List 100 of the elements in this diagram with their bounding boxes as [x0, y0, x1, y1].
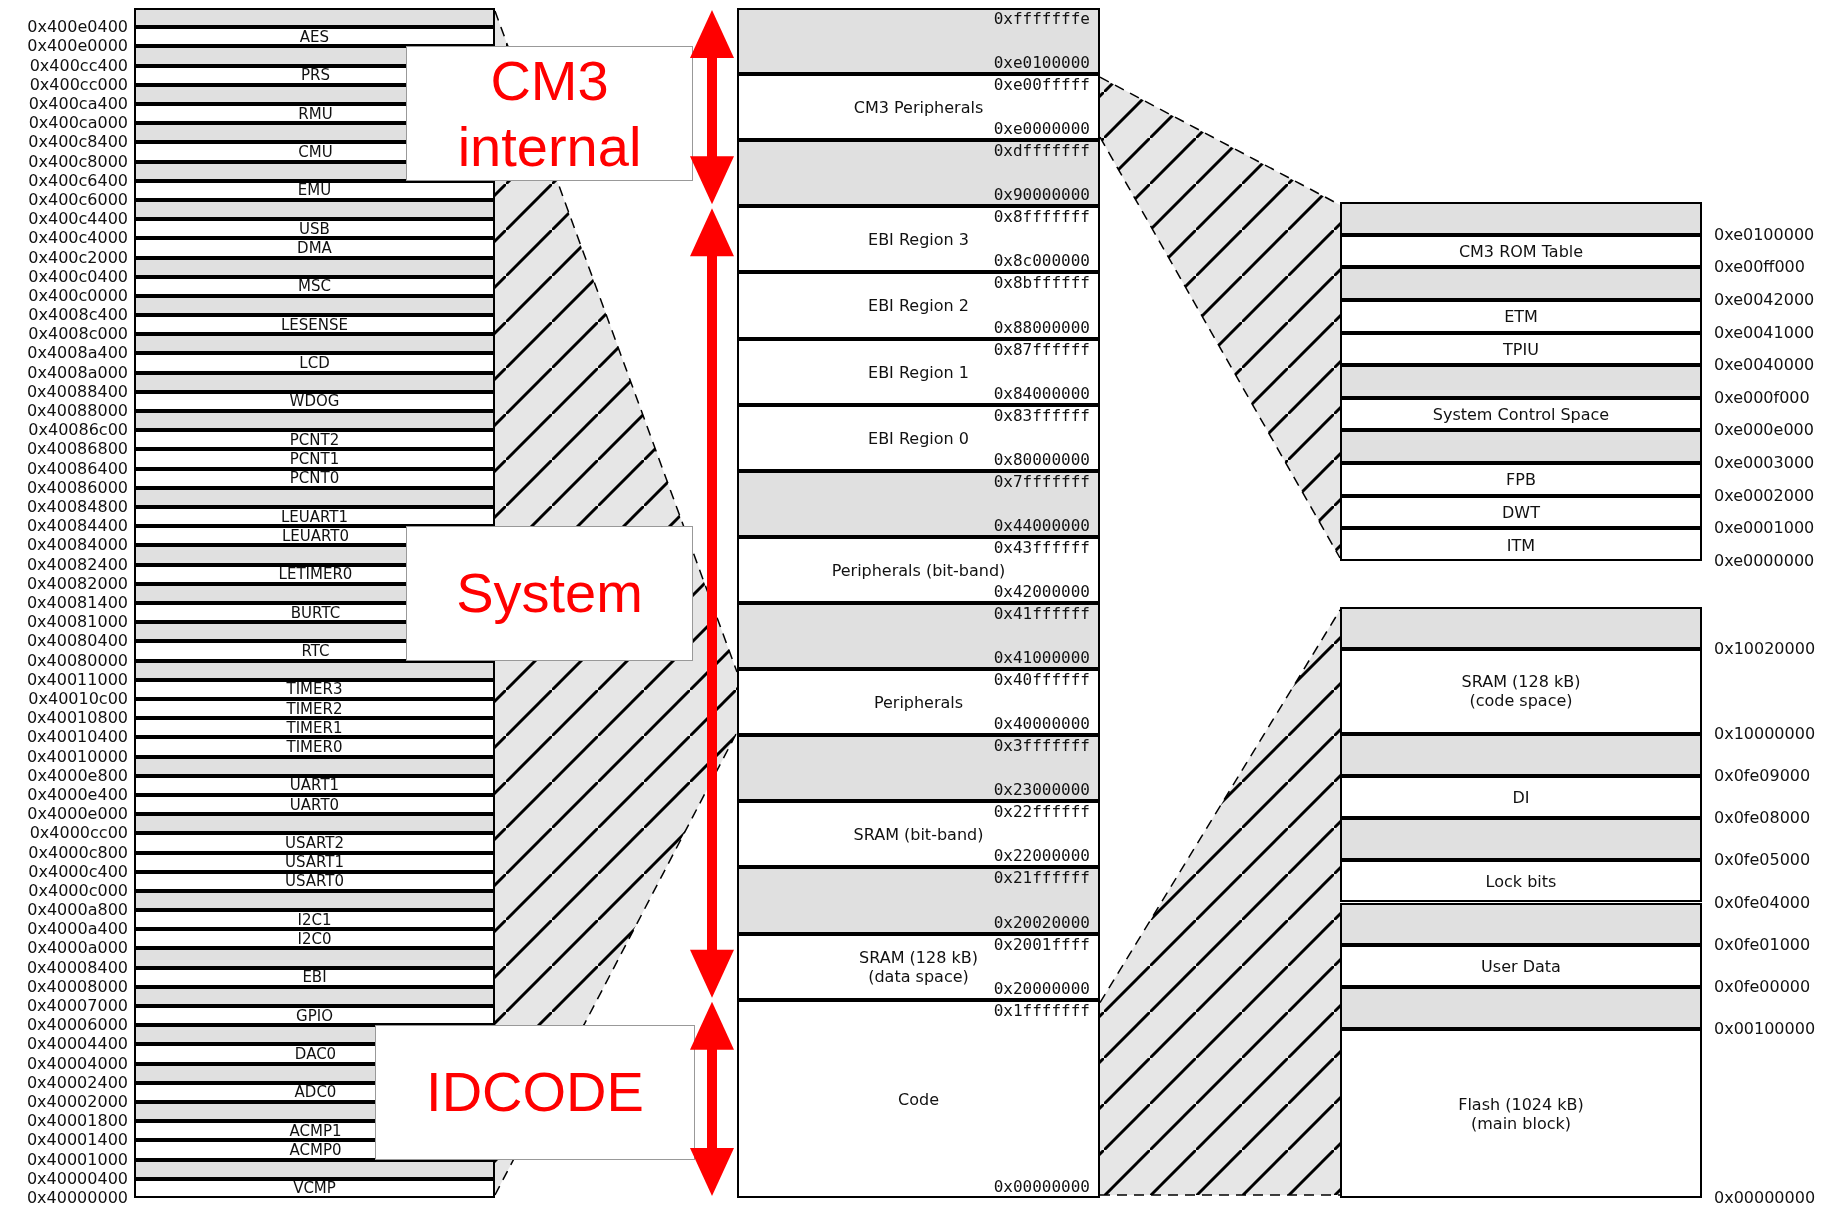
memory-region [1340, 463, 1702, 496]
memory-region [134, 103, 406, 124]
reserved-region-bar [737, 735, 1100, 802]
region-label: BURTC [290, 605, 341, 621]
zoom-callout-line [1099, 609, 1341, 1004]
address-label: 0x8fffffff [993, 208, 1090, 227]
region-label: AES [299, 29, 330, 45]
reserved-region-bar [737, 8, 1100, 75]
address-label: 0x40008400 [26, 959, 128, 976]
address-label: 0x0fe01000 [1714, 936, 1811, 953]
address-label: 0x40086000 [26, 479, 128, 496]
memory-region [134, 833, 495, 853]
region-label: SRAM (128 kB) (data space) [858, 947, 979, 986]
address-label: 0x40080400 [26, 633, 128, 650]
reserved-region-bar [737, 140, 1100, 207]
address-label: 0xe0002000 [1714, 487, 1815, 504]
address-label: 0x400c4000 [28, 230, 128, 247]
memory-region [134, 27, 495, 47]
address-label: 0xe0001000 [1714, 520, 1815, 537]
address-label: 0x40ffffff [993, 671, 1090, 690]
region-label: SRAM (128 kB) (code space) [1460, 672, 1582, 711]
address-label: 0x400c8400 [28, 134, 128, 151]
region-label: CM3 Peripherals [853, 97, 984, 117]
address-label: 0x3fffffff [993, 737, 1090, 756]
reserved-region-bar [134, 295, 495, 316]
memory-region [1340, 234, 1702, 268]
address-label: 0x40002400 [26, 1074, 128, 1091]
address-label: 0x40006000 [26, 1017, 128, 1034]
memory-region [134, 1006, 495, 1026]
address-label: 0x400c8000 [28, 153, 128, 170]
region-label: Lock bits [1485, 871, 1557, 891]
address-label: 0x40000400 [26, 1170, 128, 1187]
address-label: 0x400cc400 [29, 57, 128, 74]
memory-region [134, 142, 406, 162]
region-label: EBI [302, 969, 327, 985]
address-label: 0x4000a400 [27, 921, 128, 938]
address-label: 0x10000000 [1714, 725, 1816, 742]
address-label: 0x40081400 [26, 595, 128, 611]
memory-region [1340, 332, 1702, 366]
address-label: 0x10020000 [1714, 641, 1816, 658]
annotation-text: System [456, 560, 643, 627]
address-label: 0x40004000 [26, 1055, 128, 1072]
region-label: UART0 [289, 797, 340, 812]
reserved-region-bar [134, 372, 495, 392]
memory-region [134, 564, 406, 584]
address-label: 0x40010000 [26, 748, 128, 765]
memory-region [134, 468, 495, 488]
region-label: UART1 [289, 777, 340, 793]
address-label: 0x4000e800 [27, 767, 128, 784]
address-label: 0xe0100000 [993, 54, 1090, 73]
address-label: 0x0fe09000 [1714, 767, 1811, 784]
address-label: 0x41000000 [993, 649, 1090, 668]
reserved-region-bar [134, 986, 495, 1007]
reserved-region-bar [737, 470, 1100, 537]
region-label: PCNT1 [289, 451, 340, 467]
memory-region [134, 775, 495, 795]
reserved-region-bar [134, 1063, 375, 1083]
address-label: 0x0fe05000 [1714, 852, 1811, 869]
address-label: 0xe0041000 [1714, 324, 1815, 341]
address-label: 0x0fe08000 [1714, 810, 1811, 827]
reserved-region-bar [134, 123, 406, 143]
address-label: 0x400c0400 [28, 268, 128, 285]
reserved-region-bar [134, 660, 495, 680]
region-label: ADC0 [294, 1084, 337, 1100]
address-label: 0x2001ffff [993, 935, 1090, 954]
region-label: DAC0 [294, 1046, 337, 1062]
address-label: 0x40001000 [26, 1151, 128, 1168]
memory-region [134, 698, 495, 719]
address-label: 0x4000e000 [27, 806, 128, 823]
reserved-region-bar [134, 161, 406, 181]
address-label: 0x00000000 [1714, 1190, 1816, 1206]
region-label: EMU [297, 182, 332, 198]
region-label: VCMP [293, 1180, 336, 1196]
memory-region [134, 1140, 375, 1160]
memory-region [134, 391, 495, 412]
memory-region [1340, 397, 1702, 431]
memory-region [737, 206, 1100, 273]
reserved-region-bar [134, 948, 495, 968]
address-label: 0x40010400 [26, 729, 128, 746]
address-label: 0xdfffffff [993, 142, 1090, 161]
address-label: 0x88000000 [993, 318, 1090, 337]
address-label: 0x40010c00 [28, 690, 128, 707]
reserved-region-bar [1340, 607, 1702, 650]
region-label: RMU [298, 106, 333, 122]
memory-region [134, 315, 495, 335]
address-label: 0xe0000000 [1714, 553, 1815, 569]
address-label: 0x400c6400 [28, 172, 128, 189]
reserved-region-bar [134, 334, 495, 354]
region-label: Code [898, 1089, 939, 1109]
region-label: FPB [1506, 469, 1536, 489]
region-label: LEUART0 [281, 528, 350, 544]
memory-region [737, 999, 1100, 1198]
reserved-region-bar [1340, 902, 1702, 945]
region-label: TIMER0 [286, 739, 343, 755]
memory-region [134, 1082, 375, 1102]
memory-region [134, 65, 406, 85]
region-label: RTC [301, 643, 330, 659]
memory-region [134, 718, 495, 738]
address-label: 0x40086400 [26, 460, 128, 477]
reserved-region-bar [134, 583, 406, 603]
